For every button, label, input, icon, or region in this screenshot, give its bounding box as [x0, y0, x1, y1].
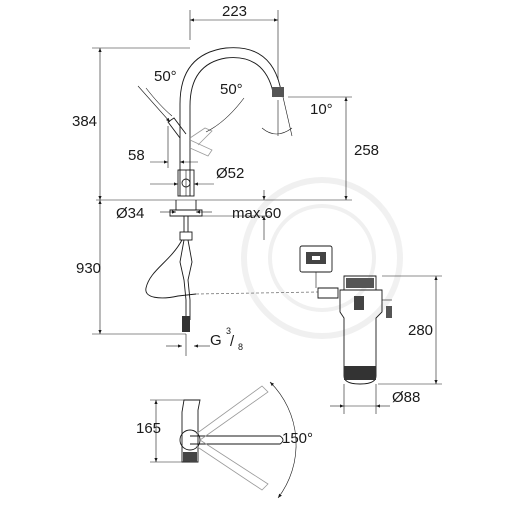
dim-body-diameter: Ø52	[216, 165, 244, 182]
dim-connection-den: 8	[238, 342, 243, 352]
dim-spout-reach: 223	[222, 3, 247, 20]
dim-rotation-angle: 150°	[282, 430, 313, 447]
dim-max-counter-thickness: max.60	[232, 205, 281, 222]
dim-filter-diameter: Ø88	[392, 389, 420, 406]
dim-spout-height: 258	[354, 142, 379, 159]
dim-spout-tilt: 10°	[310, 101, 333, 118]
dim-lever-height: 165	[136, 420, 161, 437]
dim-filter-height: 280	[408, 322, 433, 339]
filter-unit	[299, 245, 392, 385]
dim-lever-offset: 58	[128, 147, 145, 164]
dim-below-counter: 930	[76, 260, 101, 277]
dim-connection-slash: /	[230, 333, 235, 350]
dim-connection-prefix: G	[210, 332, 222, 349]
dim-swivel-angle-right: 50°	[220, 81, 243, 98]
lever-handle	[167, 117, 213, 157]
spout-aerator	[272, 87, 284, 97]
dim-swivel-angle-left: 50°	[154, 68, 177, 85]
top-view	[179, 385, 284, 491]
dim-hole-diameter: Ø34	[116, 205, 144, 222]
under-counter-shank	[145, 200, 319, 332]
dim-connection-num: 3	[226, 326, 231, 336]
dim-total-height: 384	[72, 113, 97, 130]
watermark-logo	[241, 177, 403, 339]
